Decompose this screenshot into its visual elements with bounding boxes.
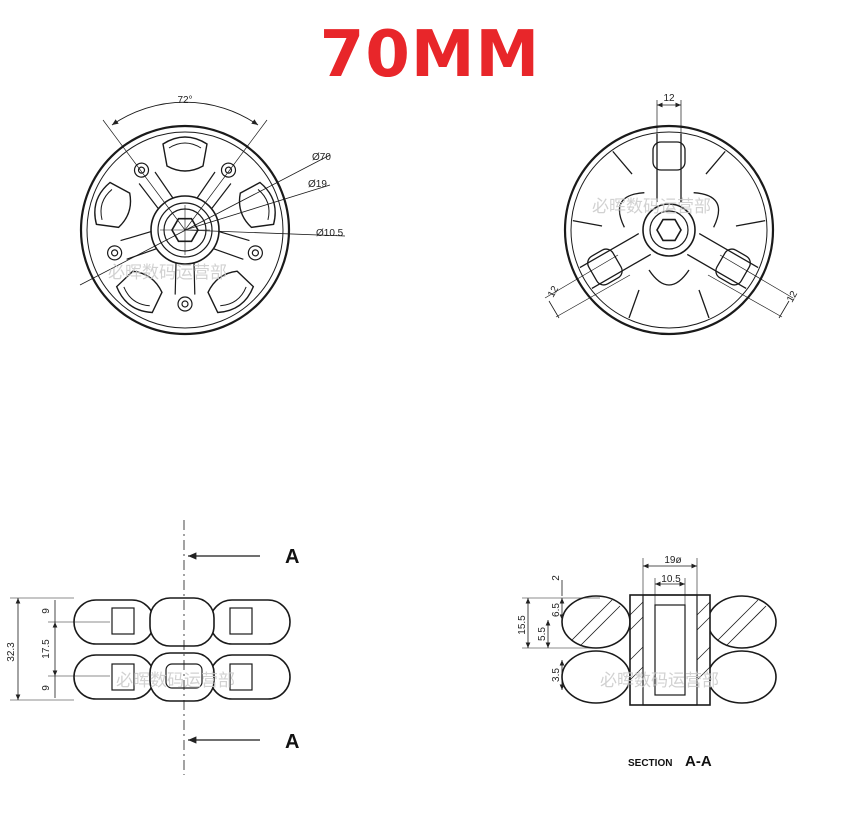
section-left-mid: 6.5 [551, 603, 562, 617]
section-top-gap: 2 [551, 575, 562, 581]
section-caption-big: A-A [685, 753, 712, 770]
rear-right-dim: 12 [785, 289, 800, 305]
watermark-text: 必晖数码运营部 [116, 671, 235, 691]
section-view [522, 558, 777, 706]
section-left-inner: 5.5 [537, 627, 548, 641]
side-lower-dim: 9 [41, 685, 52, 691]
side-upper-dim: 9 [41, 608, 52, 614]
bore-diameter-label: Ø10.5 [316, 228, 344, 239]
section-lower: 3.5 [551, 668, 562, 682]
section-hub-dia: 19ø [664, 555, 681, 566]
outer-diameter-label: Ø70 [312, 152, 331, 163]
side-middle-dim: 17.5 [41, 639, 52, 659]
side-view [10, 520, 291, 775]
side-total-dim: 32.3 [6, 642, 17, 662]
rear-top-dim: 12 [663, 93, 675, 104]
section-caption-small: SECTION [628, 758, 672, 769]
section-marker-top: A [285, 546, 299, 568]
watermark-text: 必晖数码运营部 [600, 671, 719, 691]
section-marker-bottom: A [285, 731, 299, 753]
hub-diameter-label: Ø19 [308, 179, 327, 190]
rear-left-dim: 12 [546, 284, 561, 300]
section-left-total: 15.5 [517, 615, 528, 635]
watermark-text: 必晖数码运营部 [108, 263, 227, 283]
angle-label: 72° [177, 95, 192, 106]
rear-view [544, 100, 794, 336]
section-bore-dia: 10.5 [661, 574, 681, 585]
page-title: 70MM [319, 18, 541, 92]
front-view [79, 101, 346, 336]
watermark-text: 必晖数码运营部 [592, 197, 711, 217]
